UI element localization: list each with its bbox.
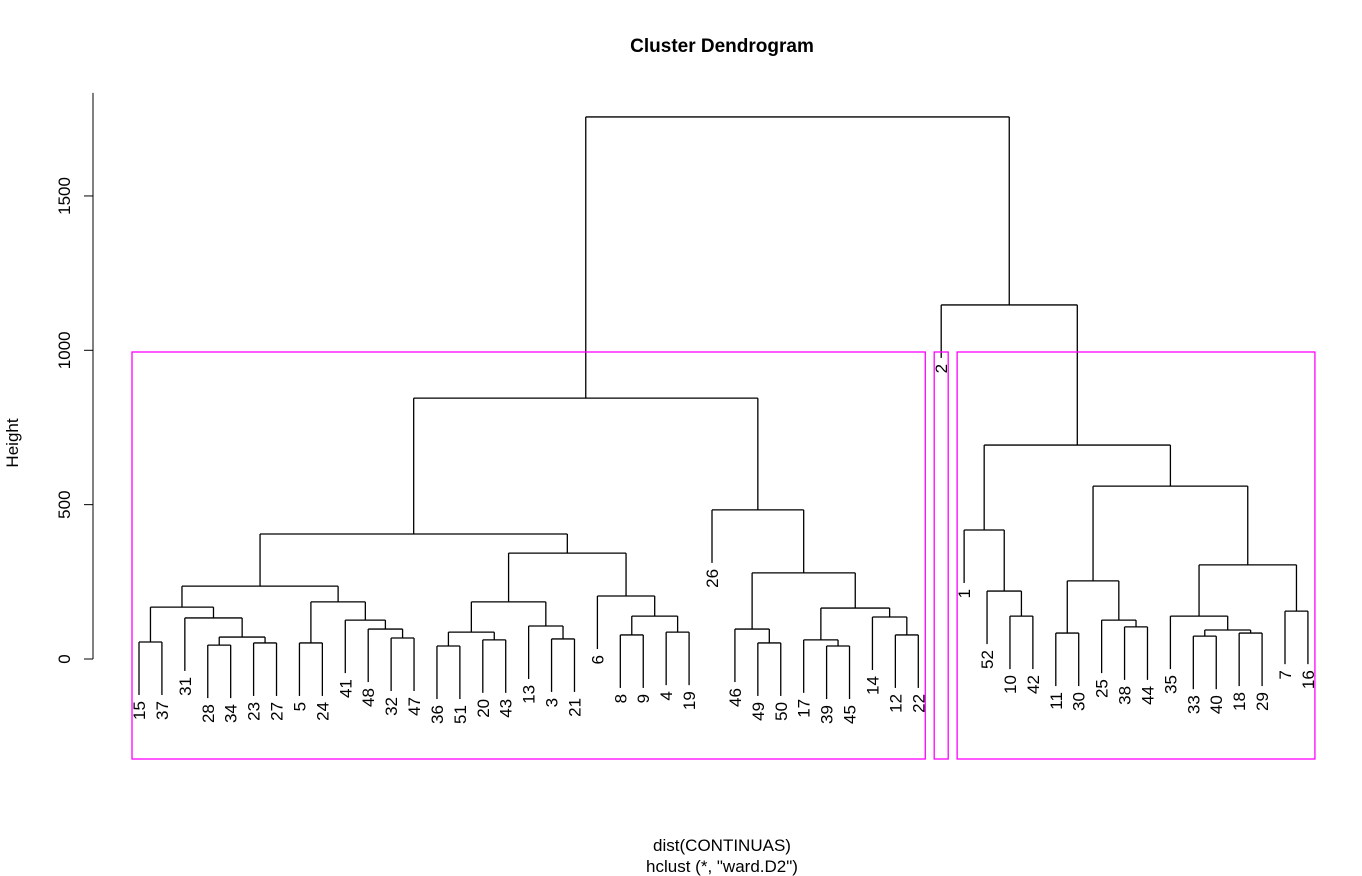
leaf-label: 37 bbox=[153, 701, 172, 720]
leaf-label: 9 bbox=[634, 694, 653, 703]
leaf-label: 11 bbox=[1047, 692, 1066, 710]
dendrogram-tree bbox=[138, 116, 1309, 700]
leaf-label: 18 bbox=[1230, 692, 1249, 711]
y-axis: 0 500 1000 1500 bbox=[55, 92, 94, 664]
leaf-label: 21 bbox=[565, 698, 584, 717]
leaf-label: 17 bbox=[795, 699, 814, 718]
x-axis-subtitle: hclust (*, "ward.D2") bbox=[646, 857, 798, 876]
chart-title: Cluster Dendrogram bbox=[630, 36, 814, 57]
leaf-label: 42 bbox=[1024, 675, 1043, 694]
leaf-label: 22 bbox=[909, 694, 928, 713]
y-tick-label: 1000 bbox=[55, 331, 74, 369]
leaf-label: 20 bbox=[474, 699, 493, 718]
leaf-label: 4 bbox=[657, 691, 676, 700]
leaf-label: 1 bbox=[955, 589, 974, 598]
leaf-label: 13 bbox=[520, 685, 539, 704]
leaf-label: 27 bbox=[268, 702, 287, 721]
y-tick-label: 1500 bbox=[55, 177, 74, 215]
leaf-label: 40 bbox=[1207, 695, 1226, 714]
leaf-label: 41 bbox=[336, 679, 355, 698]
leaf-label: 39 bbox=[818, 705, 837, 724]
leaf-label: 52 bbox=[978, 650, 997, 669]
y-tick-label: 0 bbox=[55, 654, 74, 663]
leaf-label: 28 bbox=[199, 704, 218, 723]
leaf-label: 29 bbox=[1253, 692, 1272, 711]
leaf-label: 36 bbox=[428, 705, 447, 724]
leaf-label: 30 bbox=[1070, 692, 1089, 711]
leaf-label: 43 bbox=[497, 699, 516, 718]
leaf-label: 2 bbox=[932, 364, 951, 373]
leaf-label: 10 bbox=[1001, 675, 1020, 694]
leaf-label: 38 bbox=[1116, 686, 1135, 705]
leaf-label: 49 bbox=[749, 702, 768, 721]
leaf-label: 34 bbox=[222, 704, 241, 723]
leaf-label: 3 bbox=[543, 698, 562, 707]
leaf-label: 23 bbox=[245, 702, 264, 721]
leaf-label: 5 bbox=[290, 702, 309, 711]
leaf-label: 35 bbox=[1161, 675, 1180, 694]
leaf-label: 8 bbox=[611, 694, 630, 703]
leaf-label: 48 bbox=[359, 688, 378, 707]
leaf-label: 12 bbox=[886, 694, 905, 713]
leaf-label: 7 bbox=[1276, 670, 1295, 679]
cluster-rectangles bbox=[131, 351, 1316, 760]
x-axis-label: dist(CONTINUAS) bbox=[653, 836, 791, 855]
leaf-label: 47 bbox=[405, 697, 424, 716]
cluster-rectangle bbox=[131, 351, 926, 760]
leaf-label: 16 bbox=[1299, 670, 1318, 689]
leaf-label: 50 bbox=[772, 702, 791, 721]
y-axis-label: Height bbox=[3, 418, 22, 467]
leaf-label: 44 bbox=[1138, 686, 1157, 705]
leaf-label: 24 bbox=[313, 702, 332, 721]
leaf-label: 25 bbox=[1093, 679, 1112, 698]
leaf-label: 45 bbox=[841, 705, 860, 724]
leaf-label: 46 bbox=[726, 688, 745, 707]
leaf-label: 33 bbox=[1184, 695, 1203, 714]
leaf-label: 51 bbox=[451, 705, 470, 724]
cluster-rectangle bbox=[933, 351, 949, 760]
cluster-rectangle bbox=[956, 351, 1316, 760]
leaf-label: 26 bbox=[703, 569, 722, 588]
leaf-label: 19 bbox=[680, 691, 699, 710]
leaf-label: 6 bbox=[588, 655, 607, 664]
leaf-label: 14 bbox=[863, 676, 882, 695]
leaf-label: 15 bbox=[130, 701, 149, 720]
leaf-label: 32 bbox=[382, 697, 401, 716]
leaf-label: 31 bbox=[176, 677, 195, 696]
y-tick-label: 500 bbox=[55, 490, 74, 518]
